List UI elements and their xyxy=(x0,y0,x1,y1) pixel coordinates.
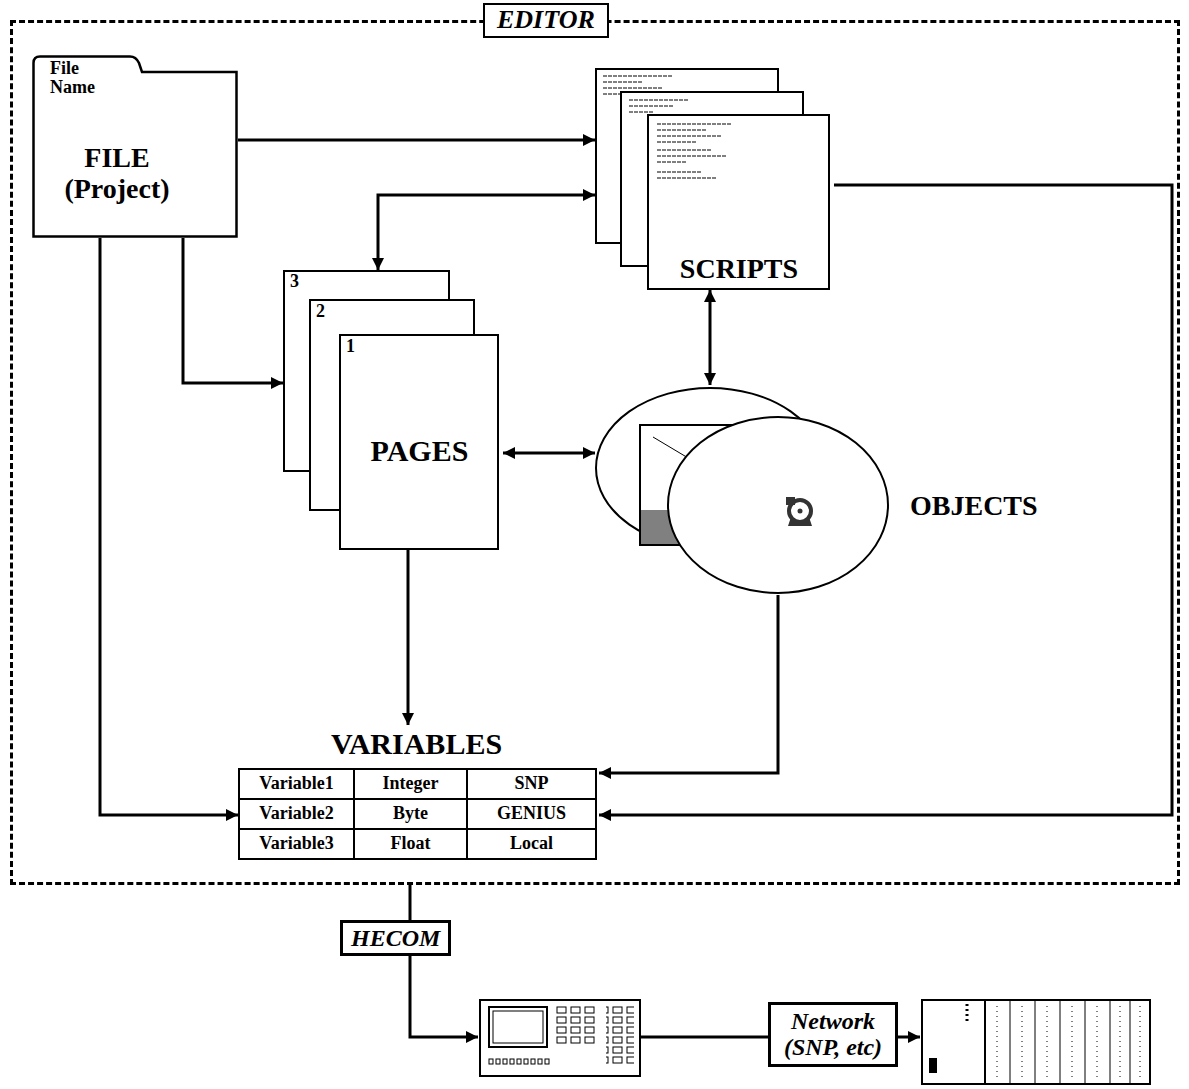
connector-arrow xyxy=(238,139,595,142)
page-number: 3 xyxy=(290,272,299,292)
plc-rack xyxy=(922,1000,1150,1084)
folder-title: FILE (Project) xyxy=(42,143,192,205)
box-label: HECOM xyxy=(351,925,440,951)
stack-title: SCRIPTS xyxy=(648,254,830,285)
scripts-stack: SCRIPTS xyxy=(595,68,834,290)
connector-arrow xyxy=(378,195,595,270)
objects-group: OBJECTS xyxy=(595,385,1095,595)
project-folder: File NameFILE (Project) xyxy=(32,55,238,238)
hecom-wire xyxy=(410,950,478,1037)
table-cell: Variable3 xyxy=(238,828,355,860)
connector-arrow xyxy=(100,238,238,815)
table-cell: Byte xyxy=(353,798,468,830)
table-cell: Float xyxy=(353,828,468,860)
group-title: OBJECTS xyxy=(910,491,1038,522)
connector-arrow xyxy=(503,452,595,455)
stack-title: PAGES xyxy=(340,434,499,467)
page-number: 1 xyxy=(346,337,355,357)
pages-stack-outline xyxy=(283,270,500,550)
editor-region: EDITORFile NameFILE (Project)SCRIPTSPAGE… xyxy=(10,20,1180,885)
table-cell: Local xyxy=(466,828,597,860)
network-box: Network (SNP, etc) xyxy=(768,1002,898,1067)
table-title: VARIABLES xyxy=(238,727,595,760)
connector-arrow xyxy=(183,238,283,383)
table-cell: Integer xyxy=(353,768,468,800)
table-cell: GENIUS xyxy=(466,798,597,830)
network-wire xyxy=(640,1036,775,1039)
region-title: EDITOR xyxy=(483,3,609,38)
connector-arrow xyxy=(599,595,778,773)
table-cell: SNP xyxy=(466,768,597,800)
connector-arrow xyxy=(409,885,412,920)
table-cell: Variable1 xyxy=(238,768,355,800)
page-number: 2 xyxy=(316,302,325,322)
connector-arrow xyxy=(407,550,410,725)
table-cell: Variable2 xyxy=(238,798,355,830)
connector-arrow xyxy=(709,290,712,385)
operator-panel xyxy=(480,1000,640,1076)
box-label: Network (SNP, etc) xyxy=(775,1008,891,1061)
connector-arrow xyxy=(599,185,1172,815)
hecom-box: HECOM xyxy=(340,920,451,956)
objects-group-outline xyxy=(595,385,1095,595)
folder-tab-label: File Name xyxy=(50,59,110,97)
